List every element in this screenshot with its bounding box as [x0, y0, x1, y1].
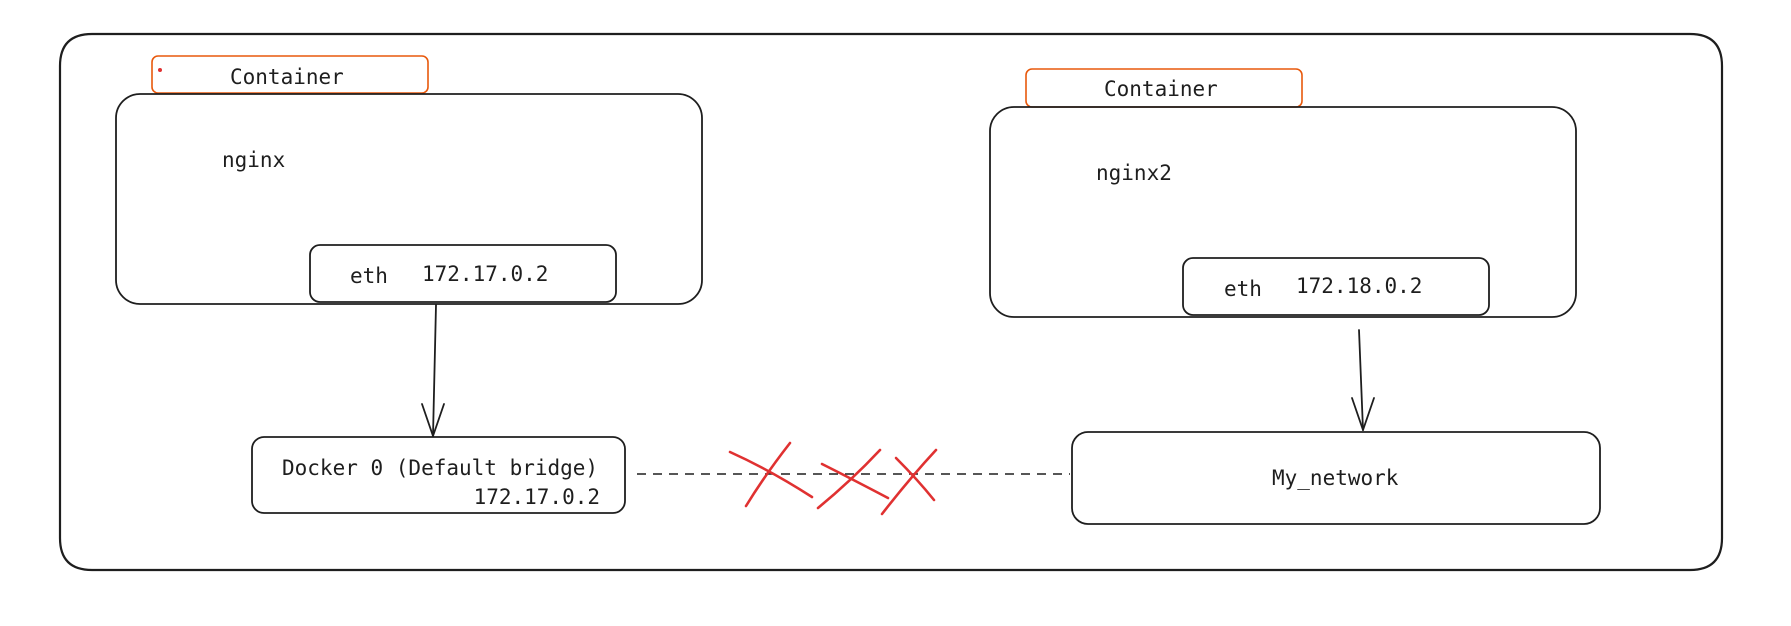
cross-mark: [728, 441, 814, 508]
container-box-right: [989, 106, 1577, 318]
container-tag-right: Container: [1104, 77, 1218, 101]
eth-ip-right: 172.18.0.2: [1296, 274, 1423, 298]
cross-mark: [816, 448, 890, 510]
eth-label-left: eth: [350, 264, 388, 288]
eth-ip-left: 172.17.0.2: [422, 262, 549, 286]
arrow-eth-to-my-network: [1351, 329, 1375, 431]
my-network-box: [1071, 431, 1601, 525]
bridge-ip: 172.17.0.2: [473, 485, 600, 509]
eth-box-right: [1182, 257, 1490, 316]
container-box-left: [115, 93, 703, 305]
eth-box-left: [309, 244, 617, 303]
eth-label-right: eth: [1224, 277, 1262, 301]
bridge-name: Docker 0 (Default bridge): [282, 456, 599, 480]
my-network-name: My_network: [1272, 466, 1399, 490]
red-cross-marks: [728, 441, 938, 516]
tag-dot: [158, 68, 162, 72]
outer-frame: [58, 32, 1724, 572]
container-tag-left: Container: [230, 65, 344, 89]
bridge-box: [251, 436, 626, 514]
container-name-left: nginx: [222, 148, 286, 172]
cross-mark: [880, 448, 938, 516]
arrow-eth-to-bridge: [421, 304, 445, 437]
container-name-right: nginx2: [1096, 161, 1172, 185]
container-tag-left-box: [151, 55, 429, 94]
